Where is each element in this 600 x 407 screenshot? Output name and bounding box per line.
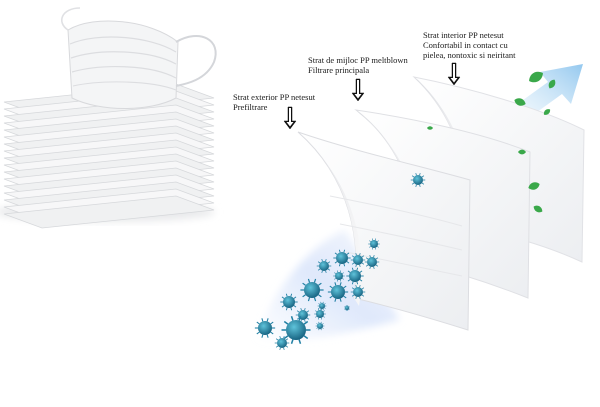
airflow-arrow-icon — [512, 64, 583, 120]
middle-layer-label: Strat de mijloc PP meltblown Filtrare pr… — [308, 55, 408, 75]
virus-icon — [410, 172, 426, 188]
virus-icon — [280, 293, 298, 311]
inner-layer-title: Strat interior PP netesut — [423, 30, 504, 40]
virus-icon — [333, 249, 351, 267]
inner-layer-line2: Confortabil in contact cu — [423, 40, 508, 50]
virus-icon — [254, 318, 276, 338]
virus-icon — [281, 315, 311, 345]
virus-icon — [368, 238, 380, 250]
middle-layer-title: Strat de mijloc PP meltblown — [308, 55, 408, 65]
inner-layer-label: Strat interior PP netesut Confortabil in… — [423, 30, 516, 60]
virus-icon — [274, 335, 290, 351]
middle-layer-subtitle: Filtrare principala — [308, 65, 370, 75]
mask-stack-image — [0, 7, 217, 229]
virus-icon — [327, 282, 349, 302]
virus-icon — [317, 301, 327, 311]
leaf-icon — [533, 205, 543, 213]
down-arrow-icon — [447, 62, 461, 86]
virus-icon — [316, 258, 332, 274]
virus-icon — [300, 278, 324, 302]
leaf-icon — [514, 98, 526, 106]
virus-icon — [350, 252, 366, 268]
virus-icon — [333, 270, 345, 282]
virus-icon — [346, 267, 364, 285]
leaf-icon — [427, 126, 433, 130]
virus-icon — [344, 305, 350, 311]
outer-layer-label: Strat exterior PP netesut Prefiltrare — [233, 92, 315, 112]
outer-layer-panel — [297, 131, 471, 331]
virus-icon — [364, 254, 380, 270]
virus-icon — [314, 308, 326, 320]
leaf-icon — [518, 149, 526, 155]
leaf-icon — [528, 182, 540, 190]
incoming-airflow — [255, 230, 400, 341]
down-arrow-icon — [283, 106, 297, 130]
leaf-icon — [529, 71, 543, 83]
down-arrow-icon — [351, 78, 365, 102]
outer-layer-subtitle: Prefiltrare — [233, 102, 268, 112]
virus-icon — [315, 321, 325, 331]
leaf-icon — [548, 79, 556, 89]
virus-icon — [350, 284, 366, 300]
leaf-icon — [543, 109, 551, 115]
inner-layer-line3: pielea, nontoxic si neiritant — [423, 50, 516, 60]
outer-layer-title: Strat exterior PP netesut — [233, 92, 316, 102]
